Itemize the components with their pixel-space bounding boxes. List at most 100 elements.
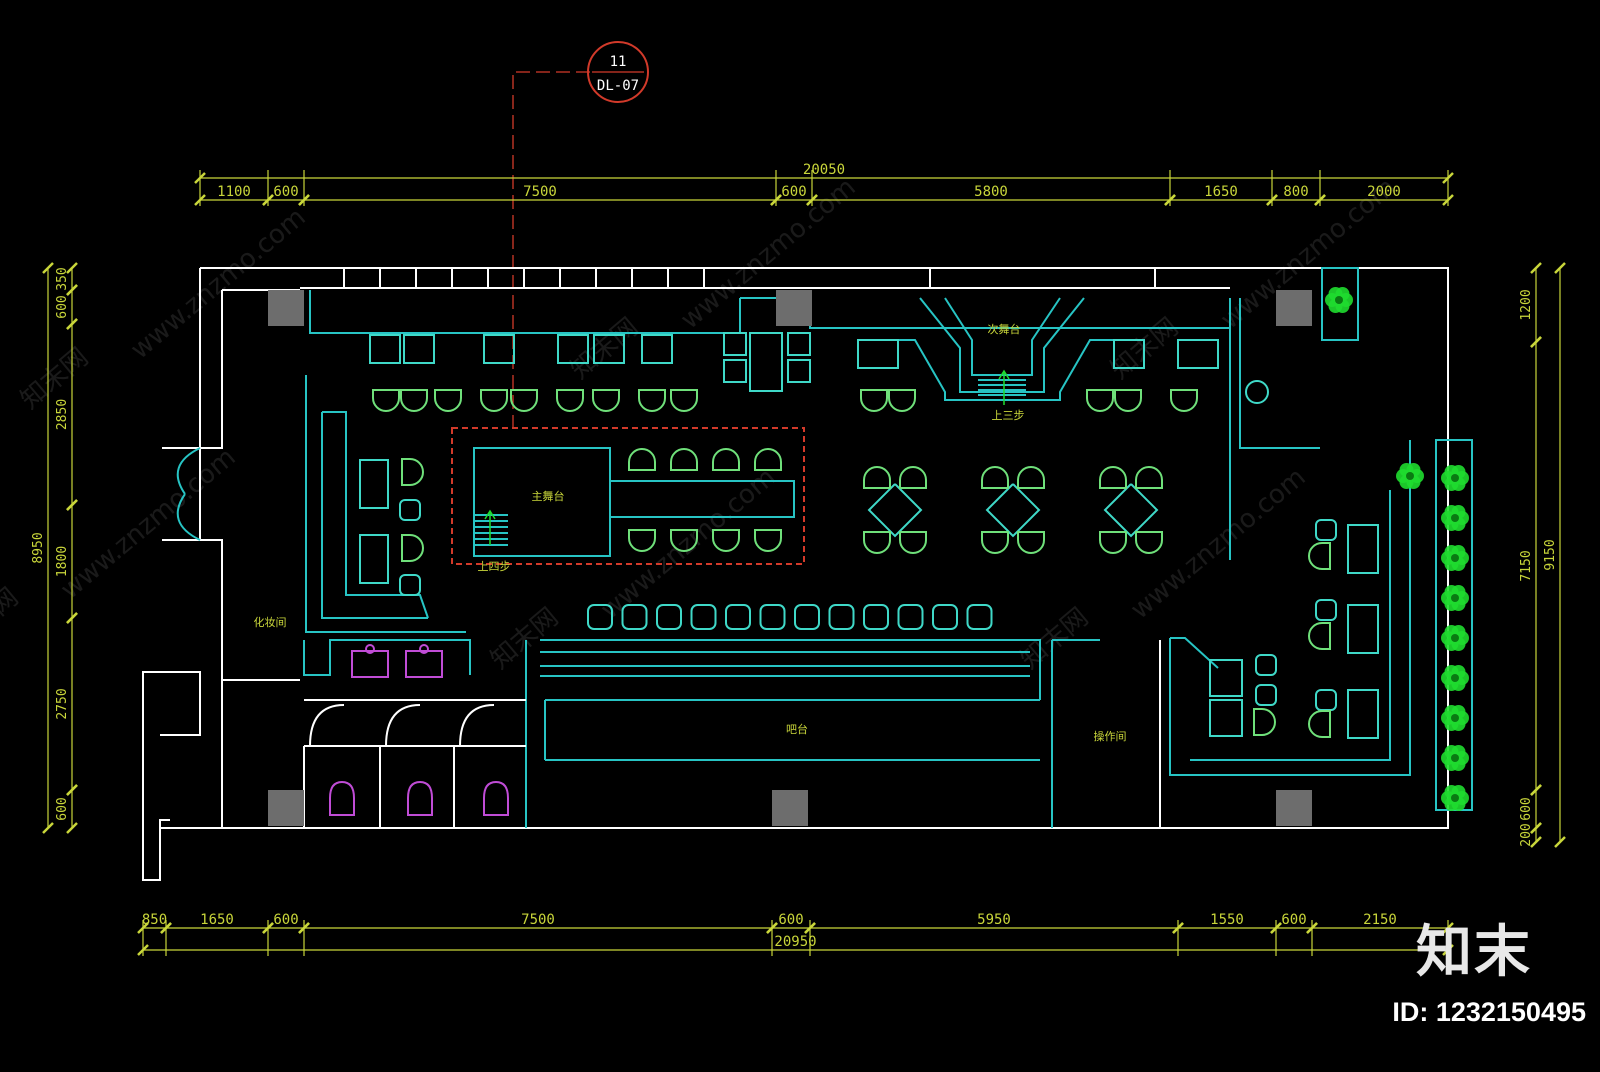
plant-icon [1451,674,1459,682]
dimension-tick [66,318,78,330]
dining-table [403,334,435,364]
dimension-label: 7500 [521,912,555,928]
stall-door [459,704,495,747]
entrance-frame [162,447,201,541]
chair [1099,531,1127,554]
dimension-label: 600 [778,912,803,928]
partition [1169,440,1411,776]
up-arrow-icon [484,369,1010,545]
watermark-layer: www.znzmo.com知末网www.znzmo.com知末网www.znzm… [0,172,1402,675]
chair [863,531,891,554]
booth-table [1347,689,1379,739]
square-table [867,483,923,538]
dining-table [593,334,625,364]
dimension-label: 7500 [523,184,557,200]
stool-seat [399,574,421,596]
structural-column [772,790,808,826]
chair [372,389,400,412]
chair [401,458,424,486]
toilet-icon [329,780,355,816]
plant-icon [1451,754,1459,762]
partition [1190,490,1391,761]
partition [1239,298,1320,449]
dimension-label: 1100 [217,184,251,200]
chair [480,389,508,412]
dimension-label: 9150 [1543,539,1558,570]
label-operation-room: 操作间 [1094,729,1127,743]
bar-stool [794,604,820,630]
section-marker-icon: 11 DL-07 [512,41,649,430]
chair [1017,466,1045,489]
plant-icon [1451,514,1459,522]
chair [592,389,620,412]
sink-icon [405,650,443,678]
dimension-label: 20950 [774,934,816,950]
chair [628,448,656,471]
dimension-label: 600 [55,295,70,318]
dimension-label: 200 [1519,823,1534,846]
chair [1114,389,1142,412]
dimension-tick [1530,262,1542,274]
label-main-counter: 主舞台 [532,489,565,503]
dimension-label: 1650 [1204,184,1238,200]
chair [628,529,656,552]
chair [1099,466,1127,489]
watermark-text: 知末网 [485,602,564,675]
watermark-text: 知末网 [1015,602,1094,675]
watermark-text: www.znzmo.com [595,462,781,625]
stool-seat [1315,599,1337,621]
square-table [985,483,1041,538]
dining-table [483,334,515,364]
chair [556,389,584,412]
partition [322,411,429,619]
dimension-tick [66,784,78,796]
dining-table [369,334,401,364]
label-dressing-room: 化妆间 [254,615,287,629]
secondary-stage [919,297,1085,393]
bar-stool [932,604,958,630]
wall-segment [199,268,223,449]
up-arrow-icon [998,369,1010,405]
dimension-label: 600 [273,184,298,200]
stall-door [385,704,421,747]
wall-segment [200,539,223,828]
structural-column [1276,790,1312,826]
chair [638,389,666,412]
bar-stool [966,604,993,630]
chair [434,389,462,412]
up-arrow-icon [484,509,496,545]
high-table [749,332,783,392]
sink-icon [351,650,389,678]
booth-table [1347,524,1379,574]
chair [401,534,424,562]
section-callout [451,427,805,565]
chair [510,389,538,412]
chair [754,448,782,471]
chair [899,531,927,554]
plant-icon [1451,594,1459,602]
brand-logo: 知末 [1416,920,1532,985]
entrance-door [176,447,201,541]
chair [1308,710,1331,738]
bar-stool [690,604,717,630]
chair [888,389,916,412]
wall-segment [142,671,201,881]
chair [754,529,782,552]
dimension-label: 5950 [977,912,1011,928]
label-step-up-main: 上四步 [478,560,511,573]
dimension-label: 8950 [31,532,46,563]
dimension-tick [66,499,78,511]
dining-table [557,334,589,364]
chair [1017,531,1045,554]
section-sheet: DL-07 [597,78,639,94]
dimension-tick [1554,836,1566,848]
chair [400,389,428,412]
section-number: 11 [610,54,627,70]
stool-seat [1255,654,1277,676]
secondary-stage [860,339,1140,401]
stool-seat [1255,684,1277,706]
chair [670,389,698,412]
label-secondary-stage: 次舞台 [988,322,1021,336]
dimension-tick [1530,784,1542,796]
